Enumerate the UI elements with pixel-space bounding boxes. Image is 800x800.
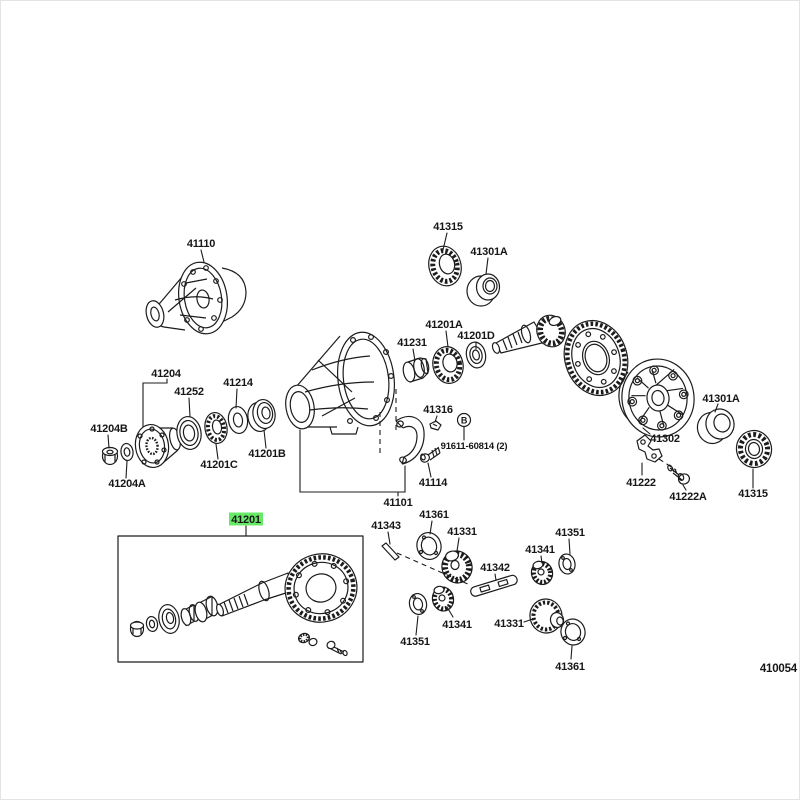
fastener-circle-b-icon xyxy=(456,412,472,428)
part-label-41331-upper[interactable]: 41331 xyxy=(447,526,477,538)
pinion-kit-nut xyxy=(129,620,145,638)
part-label-41343[interactable]: 41343 xyxy=(371,520,401,532)
part-41315-top-bearing-drawing xyxy=(428,245,462,287)
part-41201d-seal-drawing xyxy=(465,341,487,369)
part-41214-washer-drawing xyxy=(227,405,249,435)
part-41341-lower-gear-drawing xyxy=(431,585,455,612)
part-label-41222[interactable]: 41222 xyxy=(626,477,656,489)
part-41301a-top-bearing-drawing xyxy=(466,273,501,307)
part-label-41201-selected[interactable]: 41201 xyxy=(231,514,261,526)
pinion-kit-small-fasteners xyxy=(298,632,348,657)
part-label-41341-lower[interactable]: 41341 xyxy=(442,619,472,631)
diagram-page-code: 410054 xyxy=(760,663,798,675)
part-41361-upper-washer-drawing xyxy=(416,531,442,561)
fastener-circle-b-letter: B xyxy=(461,416,468,426)
part-41222a-bolt-drawing xyxy=(667,464,691,485)
part-41315-right-bearing-drawing xyxy=(735,429,773,469)
part-label-41301a-top[interactable]: 41301A xyxy=(470,246,508,258)
part-41351-lower-washer-drawing xyxy=(408,592,428,616)
selected-part-highlight xyxy=(229,512,263,526)
part-label-41201b[interactable]: 41201B xyxy=(248,448,286,460)
part-label-41201a[interactable]: 41201A xyxy=(425,319,463,331)
part-label-41341-upper[interactable]: 41341 xyxy=(525,544,555,556)
leader-lines xyxy=(107,232,754,660)
callout-labels: 41110 41315 41301A 41204 41252 41214 412… xyxy=(90,221,798,675)
part-41204b-nut-drawing xyxy=(101,446,119,466)
part-41231-spacer-drawing xyxy=(402,357,430,383)
part-41201a-bearing-drawing xyxy=(432,346,464,384)
part-label-41204b[interactable]: 41204B xyxy=(90,423,128,435)
part-label-41204a[interactable]: 41204A xyxy=(108,478,146,490)
fastener-code-label: 91611-60814 (2) xyxy=(441,441,508,452)
part-label-41214[interactable]: 41214 xyxy=(223,377,254,389)
part-41361-lower-washer-drawing xyxy=(560,618,586,646)
part-label-41302[interactable]: 41302 xyxy=(650,433,680,445)
part-41222-lock-plate-drawing xyxy=(636,434,663,463)
part-41201-assembly-box xyxy=(117,535,364,663)
part-label-41110[interactable]: 41110 xyxy=(187,238,216,250)
part-label-41351-upper[interactable]: 41351 xyxy=(555,527,585,539)
part-label-41315-top[interactable]: 41315 xyxy=(433,221,463,233)
part-label-41204[interactable]: 41204 xyxy=(151,368,182,380)
part-label-41315-right[interactable]: 41315 xyxy=(738,488,768,500)
part-label-41361-lower[interactable]: 41361 xyxy=(555,661,585,673)
pinion-kit-ring-gear xyxy=(284,553,358,623)
part-41201b-bearing-drawing xyxy=(247,398,276,433)
part-41204a-washer-drawing xyxy=(120,442,134,462)
part-label-41316[interactable]: 41316 xyxy=(423,404,453,416)
drive-pinion-shaft-drawing xyxy=(491,314,566,354)
part-41331-upper-gear-drawing xyxy=(441,550,473,584)
part-41201c-bearing-drawing xyxy=(204,411,228,445)
part-label-41351-lower[interactable]: 41351 xyxy=(400,636,430,648)
part-41302-case-drawing xyxy=(618,358,695,438)
part-41114-bolt-drawing xyxy=(419,446,441,463)
part-label-41201d[interactable]: 41201D xyxy=(457,330,495,342)
part-41342-pinion-shaft-drawing xyxy=(470,574,518,597)
pinion-kit-shaft xyxy=(215,572,293,617)
part-label-41331-lower[interactable]: 41331 xyxy=(494,618,524,630)
part-label-41361-upper[interactable]: 41361 xyxy=(419,509,449,521)
pinion-kit-washer xyxy=(145,615,159,633)
bearing-cap-drawing xyxy=(395,415,425,465)
pinion-kit-bearing xyxy=(158,604,180,634)
part-label-41342[interactable]: 41342 xyxy=(480,562,510,574)
part-41316-clip-drawing xyxy=(429,420,442,431)
part-label-41252[interactable]: 41252 xyxy=(174,386,204,398)
part-label-41231[interactable]: 41231 xyxy=(397,337,427,349)
part-41301a-right-bearing-drawing xyxy=(696,408,735,445)
ring-gear-drawing xyxy=(563,320,629,396)
part-label-41201c[interactable]: 41201C xyxy=(200,459,238,471)
part-label-41101[interactable]: 41101 xyxy=(384,497,413,509)
part-41204-flange-drawing xyxy=(134,423,181,469)
part-label-41222a[interactable]: 41222A xyxy=(669,491,707,503)
part-label-41301a-right[interactable]: 41301A xyxy=(702,393,740,405)
pinion-kit-spacers xyxy=(180,595,219,627)
part-41343-pin-drawing xyxy=(381,542,400,561)
part-41252-deflector-drawing xyxy=(176,415,202,451)
part-41341-upper-gear-drawing xyxy=(530,560,554,586)
part-41351-upper-washer-drawing xyxy=(558,553,576,575)
part-41101-housing-drawing xyxy=(285,331,395,435)
part-41110-drawing xyxy=(145,261,247,335)
part-41331-lower-gear-drawing xyxy=(529,598,565,634)
part-label-41114[interactable]: 41114 xyxy=(419,477,449,489)
